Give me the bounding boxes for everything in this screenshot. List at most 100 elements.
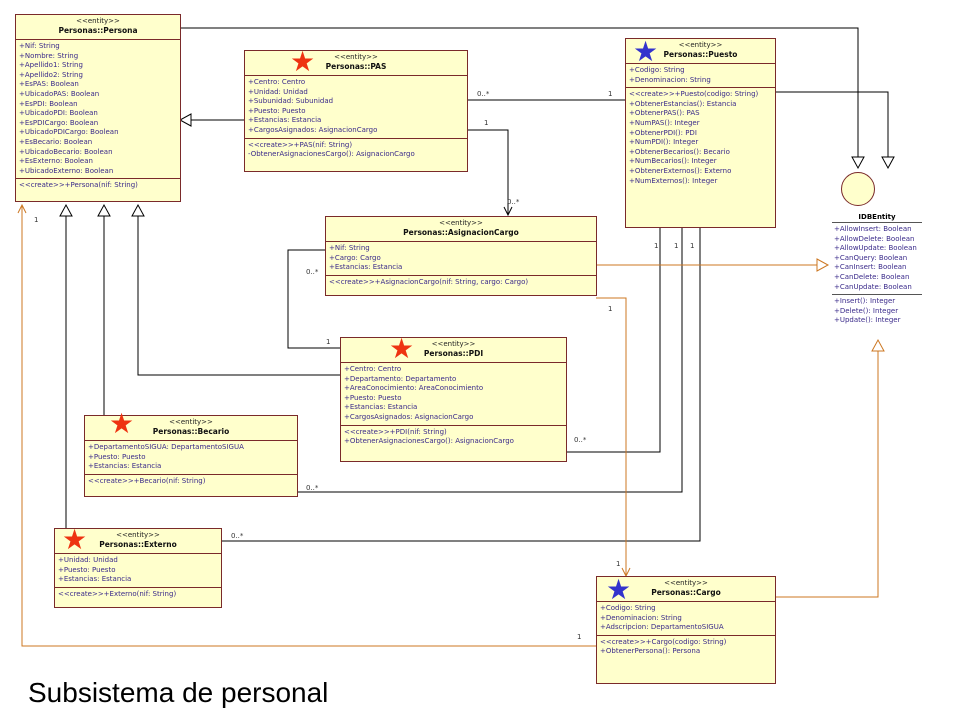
operation-item: <<create>>+Puesto(codigo: String) [629, 90, 759, 99]
class-becario-header: <<entity>> Personas::Becario [85, 416, 297, 441]
multiplicity-label: 0..* [477, 90, 490, 98]
multiplicity-label: 1 [608, 305, 613, 313]
class-name: Personas::PAS [325, 62, 387, 71]
red-star-icon: ★ [290, 45, 316, 78]
attribute-item: +EsPDICargo: Boolean [19, 118, 99, 127]
class-puesto[interactable]: <<entity>> Personas::Puesto +Codigo: Str… [625, 38, 776, 228]
multiplicity-label: 1 [34, 216, 39, 224]
multiplicity-label: 0..* [574, 436, 587, 444]
interface-idbentity[interactable]: IDBEntity +AllowInsert: Boolean+AllowDel… [832, 212, 922, 328]
multiplicity-label: 0..* [306, 484, 319, 492]
attribute-item: +Codigo: String [629, 66, 685, 74]
attribute-item: +EsPDI: Boolean [19, 99, 78, 108]
attribute-item: +Apellido1: String [19, 61, 83, 70]
attribute-item: +CanDelete: Boolean [834, 272, 910, 281]
attribute-item: +CanUpdate: Boolean [834, 282, 912, 291]
attribute-item: +CargosAsignados: AsignacionCargo [248, 125, 378, 134]
attribute-item: +UbicadoBecario: Boolean [19, 147, 113, 156]
attribute-list: +DepartamentoSIGUA: DepartamentoSIGUA+Pu… [85, 441, 297, 475]
attribute-item: +UbicadoExterno: Boolean [19, 166, 114, 175]
assoc-asig-pdi [287, 249, 340, 349]
stereotype-label: <<entity>> [76, 17, 120, 25]
operation-list: <<create>>+Cargo(codigo: String)+Obtener… [597, 636, 775, 659]
page-caption: Subsistema de personal [28, 677, 329, 708]
multiplicity-label: 1 [654, 242, 659, 250]
attribute-list: +Codigo: String+Denominacion: String [626, 64, 775, 89]
attribute-item: +UbicadoPAS: Boolean [19, 89, 100, 98]
operation-item: +ObtenerPAS(): PAS [629, 109, 700, 118]
operation-list: <<create>>+Becario(nif: String) [85, 475, 297, 489]
attribute-item: +UbicadoPDICargo: Boolean [19, 128, 119, 137]
operation-item: +ObtenerBecarios(): Becario [629, 147, 730, 156]
realize-cargo-idb [775, 338, 885, 598]
operation-item: +ObtenerAsignacionesCargo(): AsignacionC… [344, 437, 514, 446]
operation-list: <<create>>+Persona(nif: String) [16, 179, 180, 193]
multiplicity-label: 1 [326, 338, 331, 346]
stereotype-label: <<entity>> [678, 41, 723, 49]
class-name: Personas::Puesto [663, 50, 738, 59]
stereotype-label: <<entity>> [169, 418, 213, 426]
class-pas[interactable]: <<entity>> Personas::PAS +Centro: Centro… [244, 50, 468, 172]
attribute-item: +Denominacion: String [629, 75, 711, 84]
multiplicity-label: 1 [608, 90, 613, 98]
class-name: Personas::Becario [152, 427, 230, 436]
attribute-item: +EsPAS: Boolean [19, 80, 79, 89]
attribute-item: +Unidad: Unidad [58, 556, 118, 564]
attribute-item: +CanQuery: Boolean [834, 253, 908, 262]
class-externo[interactable]: <<entity>> Personas::Externo +Unidad: Un… [54, 528, 222, 608]
class-name: Personas::Persona [58, 26, 138, 35]
operation-item: +Insert(): Integer [834, 297, 896, 306]
stereotype-label: <<entity>> [334, 53, 378, 61]
attribute-item: +Denominacion: String [600, 613, 682, 622]
operation-item: -ObtenerAsignacionesCargo(): AsignacionC… [248, 150, 415, 159]
assoc-externo-puesto [222, 228, 701, 542]
attribute-item: +Departamento: Departamento [344, 374, 457, 383]
attribute-item: +Estancias: Estancia [344, 403, 418, 412]
assoc-cargo-persona [22, 205, 596, 647]
class-persona[interactable]: <<entity>> Personas::Persona +Nif: Strin… [15, 14, 181, 202]
class-puesto-header: <<entity>> Personas::Puesto [626, 39, 775, 64]
attribute-list: +Centro: Centro+Unidad: Unidad+Subunidad… [245, 76, 467, 139]
multiplicity-label: 1 [577, 633, 582, 641]
operation-list: <<create>>+PDI(nif: String)+ObtenerAsign… [341, 426, 566, 449]
attribute-item: +Nombre: String [19, 51, 79, 60]
operation-item: +Delete(): Integer [834, 306, 899, 315]
operation-item: <<create>>+Externo(nif: String) [58, 589, 177, 598]
attribute-item: +Estancias: Estancia [88, 462, 162, 471]
attribute-item: +Adscripcion: DepartamentoSIGUA [600, 623, 724, 632]
attribute-item: +Cargo: Cargo [329, 253, 381, 262]
attribute-item: +CargosAsignados: AsignacionCargo [344, 412, 474, 421]
interface-lollipop-icon [841, 172, 875, 206]
attribute-item: +Puesto: Puesto [248, 106, 306, 115]
inherit-pdi-persona [131, 203, 340, 376]
class-asignacion-cargo[interactable]: <<entity>> Personas::AsignacionCargo +Ni… [325, 216, 597, 296]
operation-item: +NumBecarios(): Integer [629, 157, 717, 166]
operation-list: <<create>>+Puesto(codigo: String) +Obtene… [626, 88, 775, 188]
attribute-item: +AreaConocimiento: AreaConocimiento [344, 384, 484, 393]
red-star-icon: ★ [389, 332, 415, 365]
attribute-item: +Puesto: Puesto [88, 452, 146, 461]
attribute-item: +Estancias: Estancia [58, 575, 132, 584]
attribute-item: +EsBecario: Boolean [19, 137, 93, 146]
class-cargo[interactable]: <<entity>> Personas::Cargo +Codigo: Stri… [596, 576, 776, 684]
multiplicity-label: 1 [690, 242, 695, 250]
multiplicity-label: 0..* [507, 198, 520, 206]
attribute-item: +Subunidad: Subunidad [248, 97, 334, 106]
stereotype-label: <<entity>> [664, 579, 708, 587]
operation-item: +ObtenerPDI(): PDI [629, 128, 697, 137]
attribute-item: +AllowDelete: Boolean [834, 234, 915, 243]
attribute-item: +Estancias: Estancia [329, 263, 403, 272]
attribute-item: +EsExterno: Boolean [19, 157, 93, 166]
assoc-asig-cargo [596, 297, 626, 576]
operation-item: <<create>>+AsignacionCargo(nif: String, … [329, 277, 529, 286]
realize-persona-idb [180, 27, 865, 170]
operation-item: +NumExternos(): Integer [629, 176, 718, 185]
attribute-list: +Nif: String+Nombre: String+Apellido1: S… [16, 40, 180, 180]
operation-item: +ObtenerExternos(): Externo [629, 166, 732, 175]
attribute-list: +Nif: String+Cargo: Cargo+Estancias: Est… [326, 242, 596, 276]
class-pdi[interactable]: <<entity>> Personas::PDI +Centro: Centro… [340, 337, 567, 462]
multiplicity-label: 0..* [231, 532, 244, 540]
attribute-item: +DepartamentoSIGUA: DepartamentoSIGUA [88, 443, 244, 451]
stereotype-label: <<entity>> [439, 219, 483, 227]
class-becario[interactable]: <<entity>> Personas::Becario +Departamen… [84, 415, 298, 497]
